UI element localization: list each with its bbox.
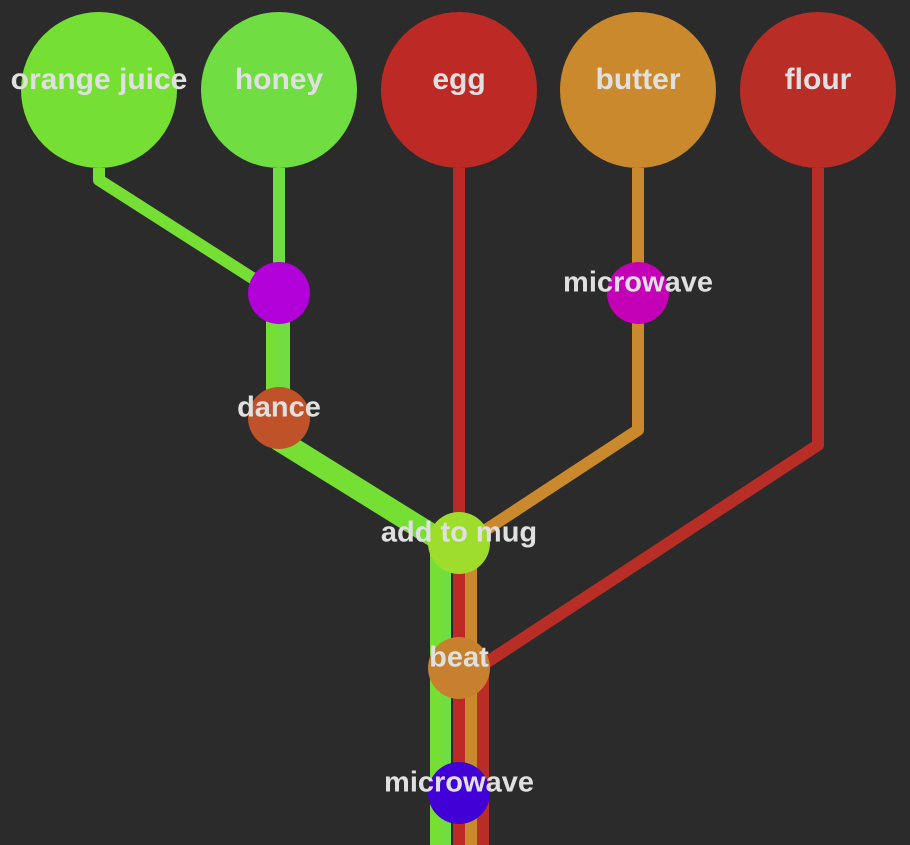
ingredient-honey-node[interactable]	[201, 12, 357, 168]
step-mix-node[interactable]	[248, 262, 310, 324]
edge-microwave-mug	[462, 293, 644, 549]
edge-orange-juice	[93, 168, 272, 294]
step-dance-node[interactable]	[248, 387, 310, 449]
ingredient-butter-node[interactable]	[560, 12, 716, 168]
ingredient-orange-juice-node[interactable]	[21, 12, 177, 168]
step-add-to-mug-node[interactable]	[428, 512, 490, 574]
step-microwave-2-node[interactable]	[428, 762, 490, 824]
edge-dance-mug	[268, 418, 451, 553]
step-microwave-1-node[interactable]	[607, 262, 669, 324]
edge-flour	[474, 168, 824, 674]
ingredient-egg-node[interactable]	[381, 12, 537, 168]
ingredient-flour-node[interactable]	[740, 12, 896, 168]
step-beat-node[interactable]	[428, 637, 490, 699]
